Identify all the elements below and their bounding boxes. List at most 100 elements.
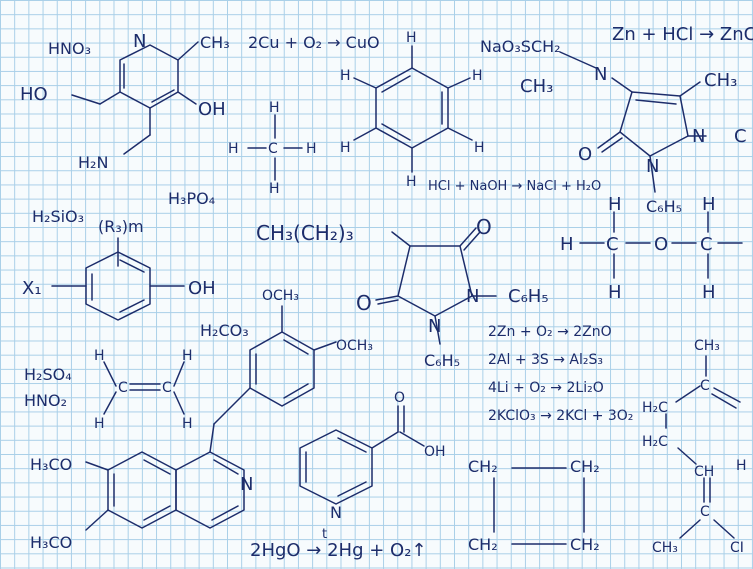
pyrazolone-c6h5: C₆H₅ [646,197,682,216]
ether-h1: H [608,194,622,215]
phenylbutazone-n2: N [428,316,441,337]
pyrazolone-ring [597,77,707,193]
limonene-ch3-top: CH₃ [694,338,720,354]
benzene-h1: H [406,30,417,46]
benzene-h4: H [406,174,417,190]
ho-label: HO [20,84,48,105]
ether-h4: H [702,282,716,303]
cyclobutane-ch2-2: CH₂ [570,457,600,476]
methane-structure: H H H H C [228,100,317,197]
methane-h-bottom: H [269,181,280,197]
ether-h3: H [702,194,716,215]
ether-o: O [654,234,668,255]
phenol-oh-label: OH [188,278,216,299]
phenylbutazone-o-left: O [356,291,372,315]
papaverine-structure [85,305,337,531]
nicotinic-oh: OH [424,444,446,460]
nicotinic-acid-structure [299,405,425,505]
ether-h2: H [608,282,622,303]
methane-h-top: H [269,100,280,116]
limonene-c1: C [700,378,710,394]
phenylbutazone-c6h5-bottom: C₆H₅ [424,351,460,370]
phenol-ring [51,237,185,321]
methoxy-a-label: H₃CO [30,455,72,474]
ethylene-h2: H [94,416,105,432]
nicotinic-n: N [330,503,342,522]
ethylene-c2: C [162,380,172,396]
limonene-h2c-a: H₂C [642,400,668,416]
ethylene-h3: H [182,348,193,364]
truncated-c-label: C [734,126,747,147]
ch3-pyrazolone-right: CH₃ [704,70,737,91]
methoxy-b-label: H₃CO [30,533,72,552]
ethylene-c1: C [118,380,128,396]
phenylbutazone-n1: N [466,286,479,307]
pyrazolone-n1: N [692,126,705,147]
limonene-ch3-bottom: CH₃ [652,540,678,556]
limonene-h2c-b: H₂C [642,434,668,450]
aluminium-sulfide-equation: 2Al + 3S → Al₂S₃ [488,352,603,368]
pyrazolone-o: O [578,144,592,165]
benzene-h3: H [474,140,485,156]
ether-c1: C [606,234,619,255]
benzene-h2: H [472,68,483,84]
hno3-label: HNO₃ [48,39,91,58]
ethylene-structure [103,361,185,415]
potassium-chlorate-equation: 2KClO₃ → 2KCl + 3O₂ [488,408,633,424]
pyridoxamine-structure: N [71,31,199,155]
neutralization-equation: HCl + NaOH → NaCl + H₂O [428,179,601,194]
pyridine-n-label: N [133,31,146,52]
methane-h-right: H [306,141,317,157]
cyclobutane-ch2-3: CH₂ [468,535,498,554]
pyrazolone-n2: N [646,156,659,177]
nicotinic-o: O [394,390,405,406]
r3m-label: (R₃)m [98,217,144,236]
methane-c: C [268,141,278,157]
ethylene-h4: H [182,416,193,432]
cyclobutane-ch2-1: CH₂ [468,457,498,476]
phenylbutazone-o-top: O [476,215,492,239]
limonene-c2: C [700,504,710,520]
zinc-oxidation-equation: 2Zn + O₂ → 2ZnO [488,324,612,340]
pyrazolone-amine-n: N [594,64,607,85]
ether-h-left: H [560,234,574,255]
heat-symbol: t [322,527,327,542]
benzene-h5: H [340,140,351,156]
phenylbutazone-ring [375,227,497,345]
cyclobutane-ch2-4: CH₂ [570,535,600,554]
ethylene-h1: H [94,348,105,364]
ch3-top-label: CH₃ [200,33,230,52]
benzene-h6: H [340,68,351,84]
och3-b-label: OCH₃ [336,338,373,354]
h2co3-label: H₂CO₃ [200,321,249,340]
butyl-chain-label: CH₃(CH₂)₃ [256,221,354,245]
mercury-oxide-equation: 2HgO → 2Hg + O₂↑ [250,540,427,561]
copper-oxidation-equation: 2Cu + O₂ → CuO [248,33,380,52]
h3po4-label: H₃PO₄ [168,189,215,208]
benzene-structure: H H H H H H [340,30,485,190]
zinc-hcl-equation: Zn + HCl → ZnCl [612,24,753,45]
cyclobutane-structure [493,467,585,545]
ether-structure [579,211,743,279]
ether-c2: C [700,234,713,255]
h2so4-label: H₂SO₄ [24,365,72,384]
limonene-ch: CH [694,464,714,480]
methane-h-left: H [228,141,239,157]
x1-label: X₁ [22,278,42,299]
phenylbutazone-c6h5-right: C₆H₅ [508,286,549,307]
ch3-pyrazolone-left: CH₃ [520,76,553,97]
bond [559,51,597,69]
lithium-oxide-equation: 4Li + O₂ → 2Li₂O [488,380,604,396]
och3-a-label: OCH₃ [262,288,299,304]
h2sio3-label: H₂SiO₃ [32,207,84,226]
oh-pyridine-label: OH [198,99,226,120]
hno2-label: HNO₂ [24,391,67,410]
limonene-truncated-label: CI [730,540,744,556]
limonene-structure [665,355,741,539]
naso3-label: NaO₃SCH₂ [480,37,561,56]
limonene-h: H [736,458,747,474]
isoquinoline-n: N [240,474,253,495]
h2n-label: H₂N [78,153,108,172]
